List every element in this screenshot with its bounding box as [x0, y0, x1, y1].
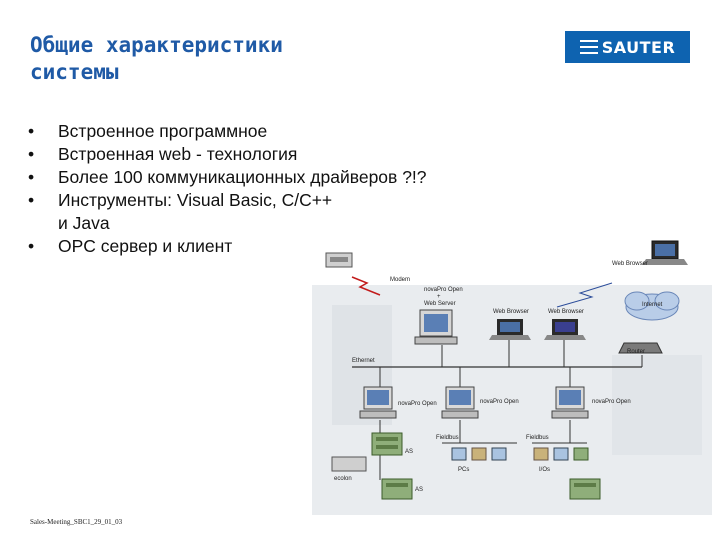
label-ethernet: Ethernet — [352, 358, 375, 364]
bullet-text-continued: и Java — [58, 213, 110, 233]
logo-text: SAUTER — [601, 37, 676, 57]
modem-icon — [325, 252, 353, 268]
bullet-item: Более 100 коммуникационных драйверов ?!? — [28, 166, 427, 189]
slide-title: Общие характеристики системы — [30, 32, 283, 86]
slide-title-line-1: Общие характеристики — [30, 33, 283, 57]
bullet-item: Инструменты: Visual Basic, C/C++ и Java — [28, 189, 427, 235]
bullet-item: Встроенная web - технология — [28, 143, 427, 166]
workstation-icon — [359, 386, 397, 419]
controller-icon — [371, 432, 403, 456]
bullet-text: Встроенная web - технология — [58, 144, 298, 164]
router-icon — [618, 342, 663, 354]
sauter-logo: SAUTER — [565, 31, 690, 63]
controller-icon — [569, 478, 601, 500]
logo-lines-icon — [579, 40, 598, 54]
modem-link-icon — [351, 276, 381, 296]
laptop-icon — [489, 319, 531, 340]
internet-link-icon — [556, 282, 613, 308]
feature-list: Встроенное программное Встроенная web - … — [28, 120, 427, 258]
label-fieldbus-1: Fieldbus — [436, 435, 459, 441]
laptop-icon — [544, 319, 586, 340]
label-web-browser-2: Web Browser — [548, 309, 584, 315]
label-nova-open-2: novaPro Open — [480, 399, 519, 405]
slide-title-line-2: системы — [30, 60, 119, 84]
label-ios: I/Os — [539, 467, 550, 473]
workstation-icon — [441, 386, 479, 419]
label-internet: Internet — [642, 302, 663, 308]
workstation-icon — [551, 386, 589, 419]
network-diagram: Web Browser Modem novaPro Open + Web Ser… — [312, 240, 712, 515]
label-web-browser: Web Browser — [612, 261, 648, 267]
bullet-text: OPC сервер и клиент — [58, 236, 233, 256]
label-ecolon: ecolon — [334, 476, 352, 482]
bullet-text: Инструменты: Visual Basic, C/C++ — [58, 190, 333, 210]
bullet-item: OPC сервер и клиент — [28, 235, 427, 258]
label-plus: + — [437, 294, 441, 300]
controller-icon — [381, 478, 413, 500]
label-pcs: PCs — [458, 467, 469, 473]
server-pc-icon — [414, 309, 458, 345]
label-fieldbus-2: Fieldbus — [526, 435, 549, 441]
controller-icon — [331, 456, 367, 472]
laptop-icon — [642, 240, 688, 265]
label-router: Router — [627, 349, 645, 355]
label-nova-server: novaPro Open — [424, 287, 463, 293]
bullet-text: Встроенное программное — [58, 121, 268, 141]
label-as-2: AS — [415, 487, 423, 493]
bullet-item: Встроенное программное — [28, 120, 427, 143]
label-web-browser-1: Web Browser — [493, 309, 529, 315]
bullet-text: Более 100 коммуникационных драйверов ?!? — [58, 167, 427, 187]
io-module-icon — [533, 447, 589, 461]
background-building — [612, 355, 702, 455]
label-as-1: AS — [405, 449, 413, 455]
label-modem: Modem — [390, 277, 410, 283]
slide-footer: Sales-Meeting_SBC1_29_01_03 — [30, 518, 123, 526]
io-module-icon — [451, 447, 507, 461]
cloud-icon — [624, 291, 680, 321]
label-nova-open-1: novaPro Open — [398, 401, 437, 407]
label-web-server: Web Server — [424, 301, 456, 307]
label-nova-open-3: novaPro Open — [592, 399, 631, 405]
